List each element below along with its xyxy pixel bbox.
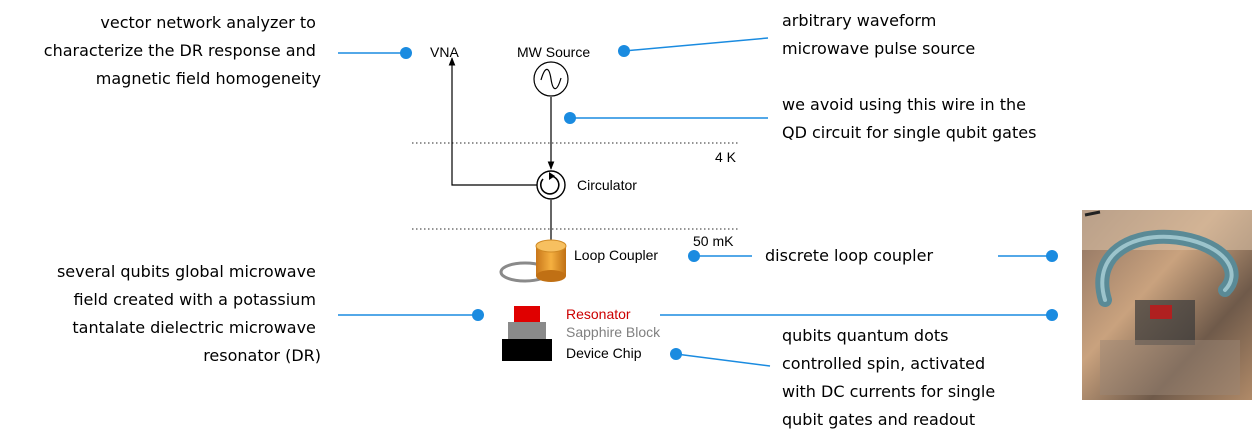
leader-mw-source <box>618 37 769 57</box>
leader-loop-coupler <box>688 250 1058 262</box>
loop-coupler-photo <box>1082 210 1252 400</box>
loop-coupler-icon <box>499 239 567 283</box>
dielectric-resonator-description: several qubits global microwave field cr… <box>57 262 321 365</box>
loop-coupler-label: Loop Coupler <box>574 247 658 263</box>
device-chip-block <box>502 339 552 361</box>
leader-wire <box>564 112 768 124</box>
resonator-label: Resonator <box>566 306 631 322</box>
mw-source-description: arbitrary waveform microwave pulse sourc… <box>782 11 975 58</box>
wire-description: we avoid using this wire in the QD circu… <box>782 95 1036 142</box>
stage-4k-label: 4 K <box>715 149 737 165</box>
circulator-icon <box>536 170 566 200</box>
leader-quantum-dots <box>670 348 771 367</box>
sapphire-label: Sapphire Block <box>566 324 661 340</box>
vna-label: VNA <box>430 44 459 60</box>
quantum-dots-description: qubits quantum dots controlled spin, act… <box>782 326 1000 429</box>
loop-coupler-description: discrete loop coupler <box>765 246 933 265</box>
resonator-block <box>514 306 540 322</box>
vna-description: vector network analyzer to characterize … <box>44 13 321 88</box>
device-chip-label: Device Chip <box>566 345 642 361</box>
circulator-label: Circulator <box>577 177 637 193</box>
leader-vna <box>338 47 412 59</box>
wire-circulator-to-vna <box>448 57 537 186</box>
mw-source-label: MW Source <box>517 44 590 60</box>
sine-source-icon <box>533 61 569 97</box>
leader-resonator <box>338 309 1058 321</box>
sapphire-block <box>508 322 546 339</box>
stage-50mk-label: 50 mK <box>693 233 734 249</box>
